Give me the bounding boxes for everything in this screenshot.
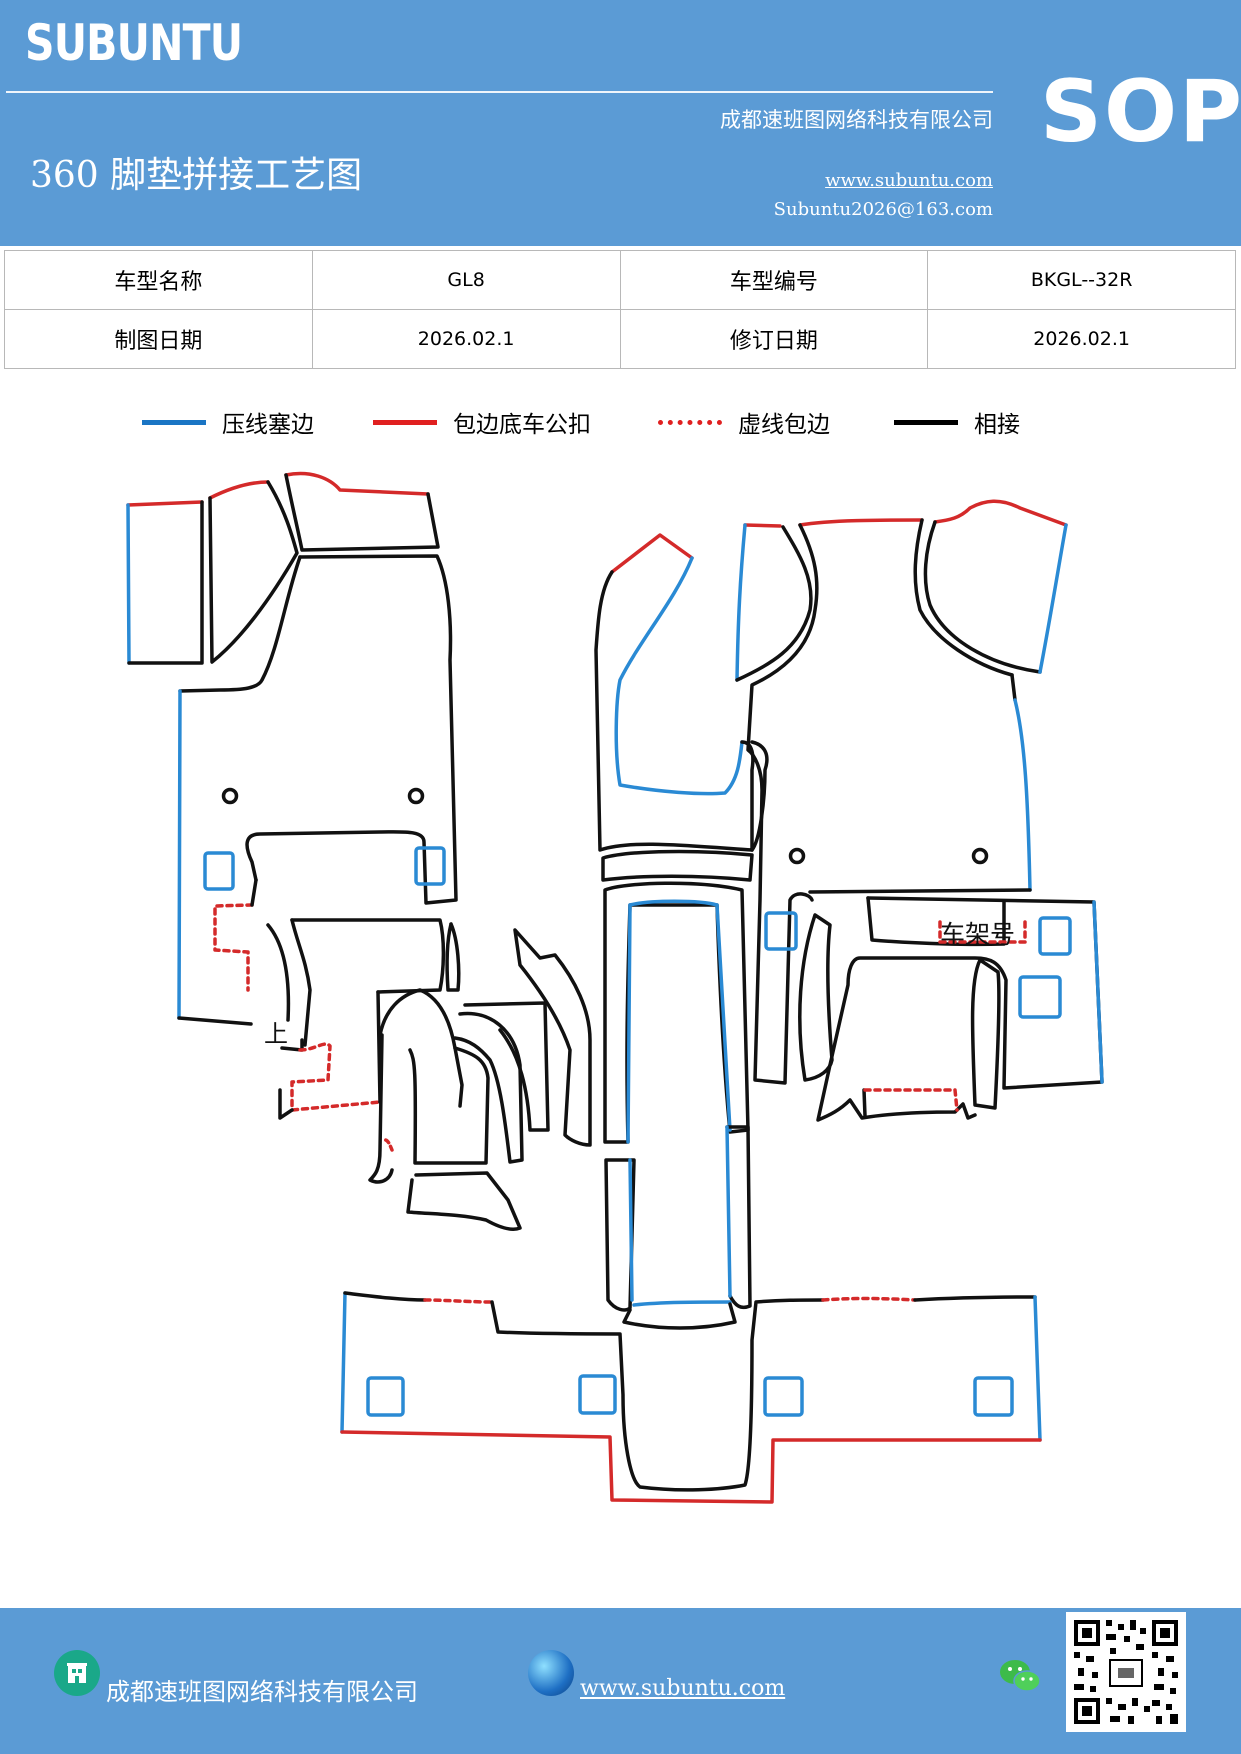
header-company: 成都速班图网络科技有限公司 (720, 108, 993, 132)
legend-item-dotted-edge: 虚线包边 (658, 402, 830, 442)
center-console-pieces (594, 533, 769, 1330)
wechat-icon[interactable] (996, 1652, 1044, 1700)
footer-website-link[interactable]: www.subuntu.com (580, 1676, 786, 1701)
legend-item-joined: 相接 (894, 402, 1020, 442)
left-front-mat (126, 471, 458, 1026)
draw-date-value: 2026.02.1 (311, 309, 621, 369)
legend-label: 相接 (974, 412, 1020, 438)
frame-number-label: 车架号 (940, 920, 1015, 949)
legend-swatch-red-dotted (658, 419, 722, 425)
table-row: 车型名称 GL8 车型编号 BKGL--32R (4, 250, 1236, 310)
sop-badge: SOP (1040, 62, 1241, 162)
legend-label: 虚线包边 (738, 412, 830, 438)
header-email: Subuntu2026@163.com (773, 199, 993, 220)
vehicle-info-table: 车型名称 GL8 车型编号 BKGL--32R 制图日期 2026.02.1 修… (4, 250, 1236, 369)
model-name-label: 车型名称 (4, 250, 313, 310)
legend-swatch-black (894, 419, 958, 425)
legend-label: 包边底车公扣 (453, 412, 591, 438)
model-code-label: 车型编号 (619, 250, 929, 310)
left-center-pieces (266, 918, 592, 1231)
header-website-link[interactable]: www.subuntu.com (825, 170, 993, 191)
draw-date-label: 制图日期 (4, 309, 313, 369)
up-direction-label: 上 (264, 1020, 288, 1048)
legend-swatch-blue (142, 419, 206, 425)
legend-item-press-line: 压线塞边 (142, 402, 314, 442)
page-title: 360 脚垫拼接工艺图 (30, 155, 363, 196)
header-banner: SUBUNTU SOP 成都速班图网络科技有限公司 360 脚垫拼接工艺图 ww… (0, 0, 1241, 246)
legend-swatch-red (373, 419, 437, 425)
revise-date-label: 修订日期 (619, 309, 929, 369)
floor-mat-diagram: 车架号 上 (126, 471, 1104, 1504)
legend-item-edge-clip: 包边底车公扣 (373, 402, 591, 442)
building-icon (54, 1650, 100, 1696)
right-front-mat (735, 499, 1104, 1122)
legend-label: 压线塞边 (222, 412, 314, 438)
model-name-value: GL8 (311, 250, 621, 310)
footer-company: 成都速班图网络科技有限公司 (106, 1678, 418, 1706)
globe-icon (528, 1650, 574, 1696)
header-divider (6, 91, 993, 93)
brand-logo: SUBUNTU (25, 14, 243, 72)
revise-date-value: 2026.02.1 (927, 309, 1236, 369)
qr-code[interactable] (1066, 1612, 1186, 1732)
model-code-value: BKGL--32R (927, 250, 1236, 310)
table-row: 制图日期 2026.02.1 修订日期 2026.02.1 (4, 309, 1236, 369)
rear-mat (340, 1291, 1042, 1504)
footer-banner: 成都速班图网络科技有限公司 www.subuntu.com (0, 1608, 1241, 1754)
